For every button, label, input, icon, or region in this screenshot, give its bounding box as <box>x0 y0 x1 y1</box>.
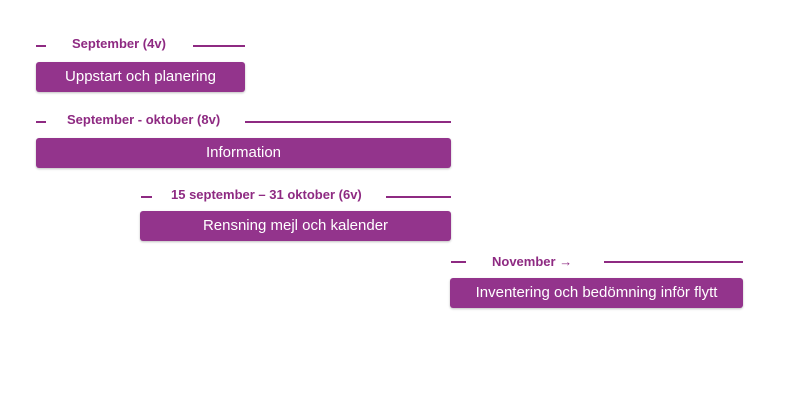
phase-2-rule-left <box>36 121 46 123</box>
phase-1-period-label: September (4v) <box>72 36 166 51</box>
phase-2-period-label: September - oktober (8v) <box>67 112 221 127</box>
phase-1-task-bar: Uppstart och planering <box>36 62 245 92</box>
phase-4-rule-left <box>451 261 466 263</box>
phase-1-rule-left <box>36 45 46 47</box>
phase-4-rule-right <box>604 261 743 263</box>
phase-4-task-bar: Inventering och bedömning inför flytt <box>450 278 743 308</box>
phase-3-rule-right <box>386 196 451 198</box>
phase-3-rule-left <box>141 196 152 198</box>
phase-2-task-bar: Information <box>36 138 451 168</box>
phase-2-rule-right <box>245 121 451 123</box>
phase-4-period-label: November → <box>492 254 573 269</box>
phase-3-period-label: 15 september – 31 oktober (6v) <box>171 187 362 202</box>
phase-3-task-bar: Rensning mejl och kalender <box>140 211 451 241</box>
phase-1-rule-right <box>193 45 245 47</box>
